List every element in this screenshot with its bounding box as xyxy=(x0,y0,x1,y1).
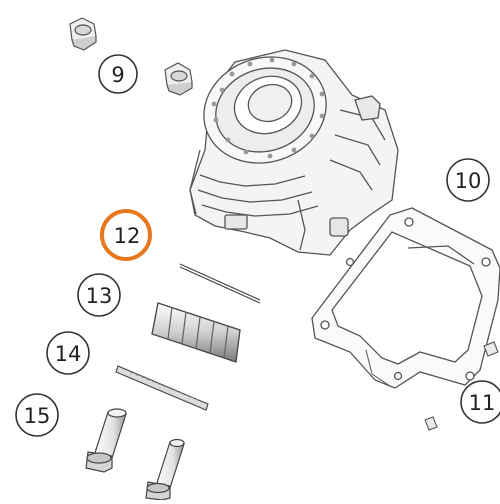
small-pin xyxy=(115,365,209,411)
nut-middle xyxy=(164,62,193,96)
callout-circle xyxy=(15,393,59,437)
callout-label: 14 xyxy=(55,342,82,366)
needle-roller-bearing xyxy=(151,302,241,363)
callout-label: 13 xyxy=(86,284,113,308)
cylinder-base-gasket xyxy=(311,207,500,389)
callout-label: 15 xyxy=(24,404,51,428)
callout-9[interactable]: 9 xyxy=(98,54,138,94)
bolt-left xyxy=(85,408,127,473)
callout-11[interactable]: 11 xyxy=(460,380,500,424)
callout-label: 10 xyxy=(455,169,482,193)
callout-circle xyxy=(98,54,138,94)
callout-circle xyxy=(446,158,490,202)
dowel-pins xyxy=(424,341,499,431)
callout-label: 11 xyxy=(469,391,496,415)
callout-circle xyxy=(460,380,500,424)
callout-label: 9 xyxy=(111,63,124,87)
callout-circle-highlighted xyxy=(100,209,152,261)
piston-pin xyxy=(179,263,261,304)
callout-15[interactable]: 15 xyxy=(15,393,59,437)
cylinder xyxy=(189,49,399,256)
callout-circle xyxy=(46,331,90,375)
callout-13[interactable]: 13 xyxy=(77,273,121,317)
nut-top xyxy=(69,17,97,51)
callout-12[interactable]: 12 xyxy=(100,209,152,261)
bolt-right xyxy=(145,438,185,501)
callout-14[interactable]: 14 xyxy=(46,331,90,375)
callout-10[interactable]: 10 xyxy=(446,158,490,202)
callout-label: 12 xyxy=(114,224,141,248)
callout-circle xyxy=(77,273,121,317)
